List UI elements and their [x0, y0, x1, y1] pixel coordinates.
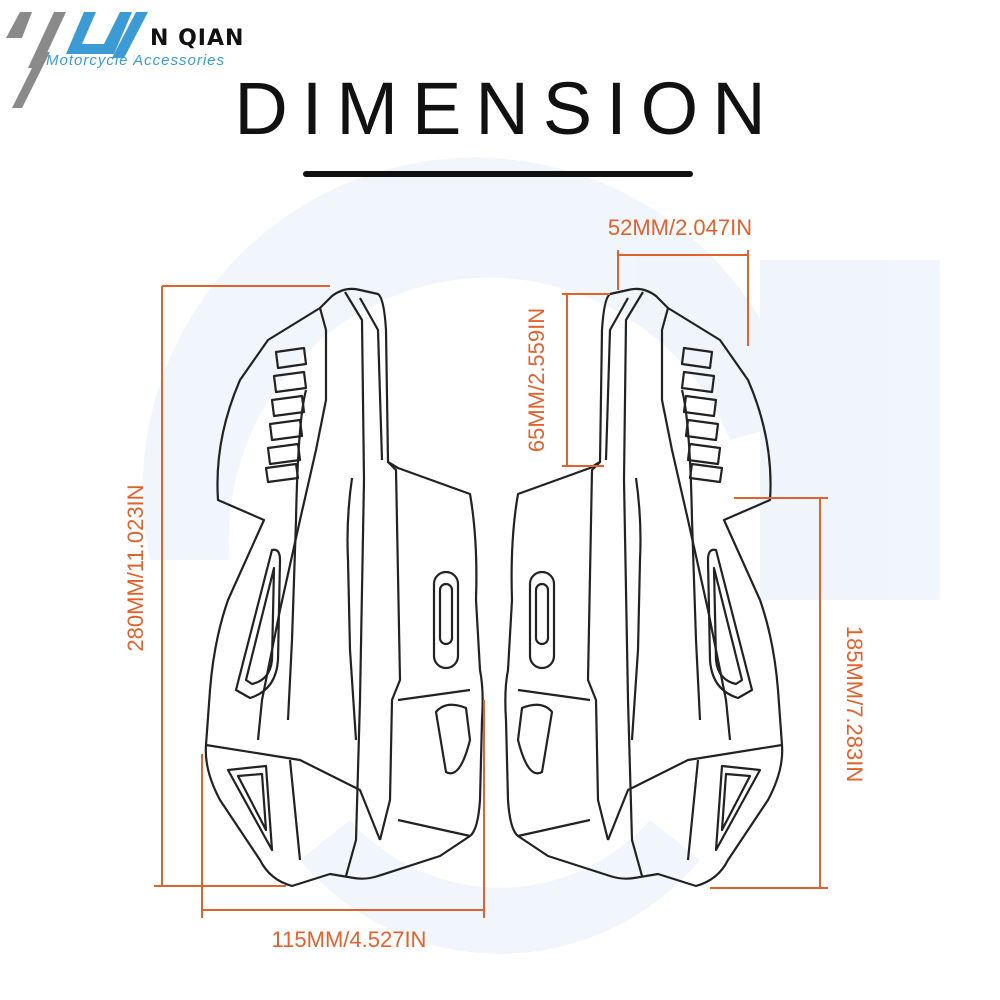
label-base-width: 115MM/4.527IN	[271, 927, 427, 952]
right-guard-outline	[504, 287, 784, 888]
title-underline	[303, 171, 693, 177]
left-guard-outline	[204, 287, 484, 888]
page-title: DIMENSION	[234, 67, 780, 150]
label-lower-height: 185MM/7.283IN	[842, 625, 867, 783]
dimension-line-top-width	[617, 250, 749, 346]
dimension-line-lower-height	[710, 497, 828, 889]
dimension-line-total-height	[154, 285, 330, 887]
dimension-line-vent-height	[562, 293, 610, 467]
right-hand-guard	[504, 287, 784, 888]
dimension-line-base-width	[201, 700, 485, 918]
label-top-width: 52MM/2.047IN	[607, 215, 753, 240]
brand-subtitle: Motorcycle Accessories	[46, 52, 225, 69]
yuanqian-logo-mark-icon	[6, 12, 148, 108]
label-total-height: 280MM/11.023IN	[123, 484, 148, 652]
left-hand-guard	[204, 287, 484, 888]
watermark	[142, 157, 940, 954]
label-vent-height: 65MM/2.559IN	[524, 307, 549, 453]
brand-name: N QIAN	[150, 26, 245, 51]
